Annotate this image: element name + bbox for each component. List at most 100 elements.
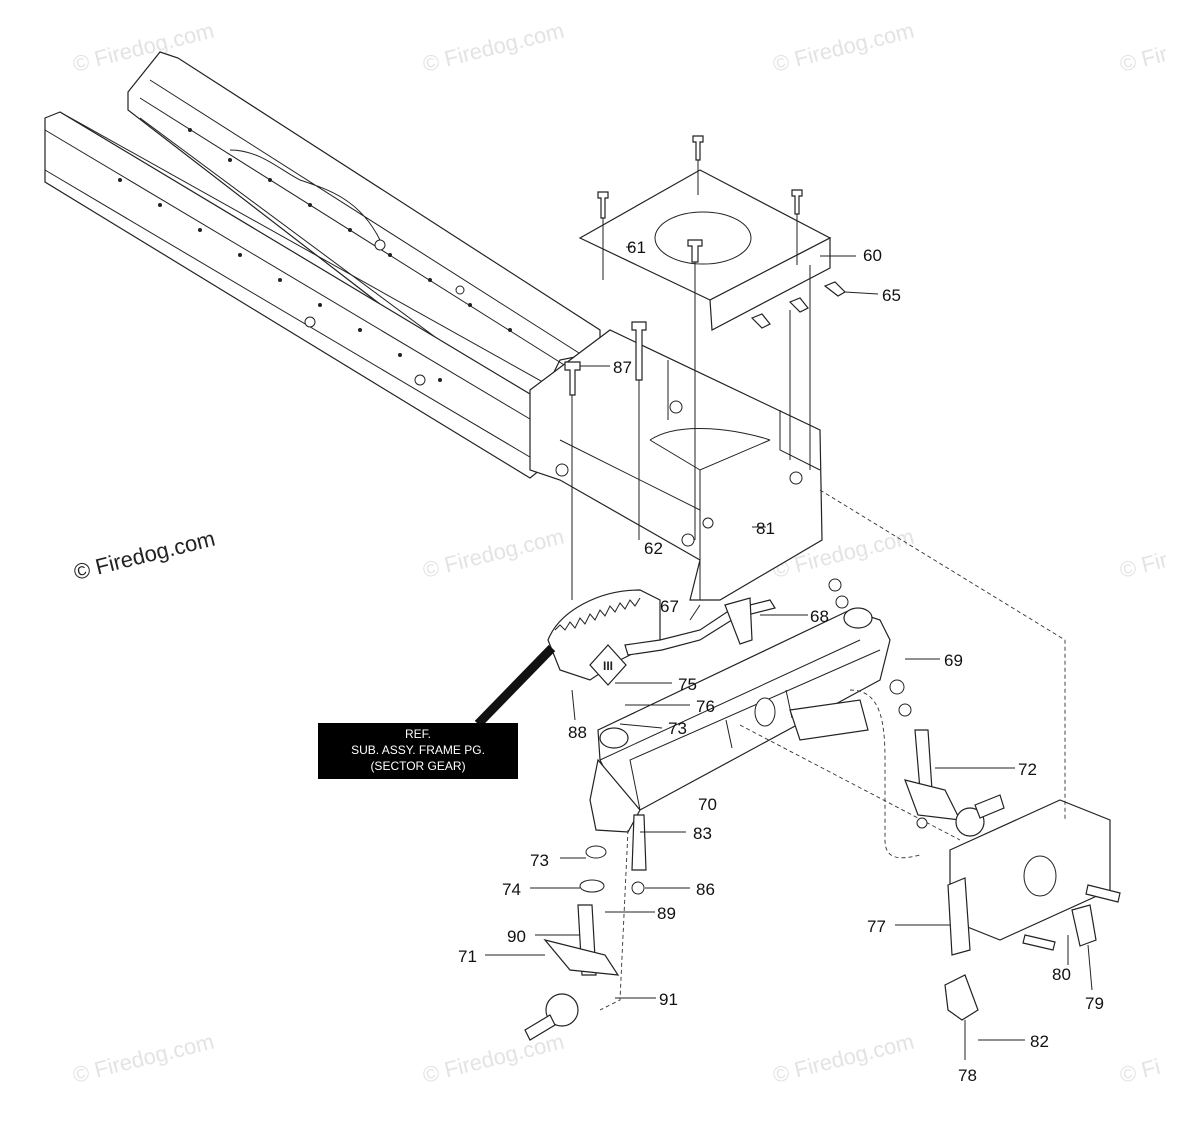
frame-bolts <box>555 321 803 600</box>
steering-linkage <box>624 597 776 656</box>
screw <box>750 313 771 329</box>
washer <box>898 703 912 717</box>
bracket-side-plate <box>947 877 971 956</box>
tie-rod-end <box>631 814 647 871</box>
axle-pivot-end <box>843 607 873 629</box>
callout-79: 79 <box>1085 994 1104 1013</box>
callout-70: 70 <box>698 795 717 814</box>
reference-box <box>318 723 518 779</box>
axle-spindle-end <box>599 727 629 749</box>
frame-holes <box>118 128 512 386</box>
axle-support-bracket <box>789 699 869 741</box>
bolt <box>692 135 704 161</box>
screw <box>788 297 809 313</box>
plate-center-hole <box>654 211 752 265</box>
bolt <box>791 189 803 215</box>
reference-line-2: SUB. ASSY. FRAME PG. <box>351 743 485 757</box>
callout-69: 69 <box>944 651 963 670</box>
spindle-hub <box>955 807 985 837</box>
watermark: © Firedog.com <box>420 524 566 583</box>
callout-87: 87 <box>613 358 632 377</box>
carriage-bolt <box>564 361 581 396</box>
frame-rails <box>44 51 823 601</box>
nut <box>631 881 645 895</box>
callout-90: 90 <box>507 927 526 946</box>
bracket-clip <box>1071 904 1097 947</box>
callout-78: 78 <box>958 1066 977 1085</box>
watermark: © Firedog.com <box>770 18 916 77</box>
lower-rail-edge <box>44 111 576 461</box>
callout-labels: 60 61 62 65 67 68 69 70 71 72 73 73 74 7… <box>458 238 1104 1085</box>
callout-62: 62 <box>644 539 663 558</box>
callout-80: 80 <box>1052 965 1071 984</box>
frame-nut <box>789 471 803 485</box>
frame-nut <box>702 517 714 529</box>
washer <box>889 679 905 695</box>
reference-note: REF. SUB. ASSY. FRAME PG. (SECTOR GEAR) <box>318 644 556 779</box>
spindle-stub <box>974 794 1005 819</box>
watermark: © Fir <box>1117 41 1170 77</box>
bracket-boss <box>1023 855 1057 897</box>
front-bracket-assembly <box>819 489 1121 1021</box>
watermark: © Firedog.com <box>770 1029 916 1088</box>
watermark: © Firedog.com <box>420 18 566 77</box>
callout-72: 72 <box>1018 760 1037 779</box>
callout-75: 75 <box>678 675 697 694</box>
callout-86: 86 <box>696 880 715 899</box>
spindle-shaft <box>914 729 933 791</box>
bolt-alignment-lines <box>571 360 669 600</box>
callout-83: 83 <box>693 824 712 843</box>
left-spindle-hub <box>545 993 579 1027</box>
callout-73: 73 <box>668 719 687 738</box>
bushing <box>585 845 607 859</box>
frame-nut <box>681 533 695 547</box>
callout-74: 74 <box>502 880 521 899</box>
frame-box-detail <box>559 410 821 600</box>
mounting-plate-assembly <box>578 135 846 540</box>
frame-nut <box>669 400 683 414</box>
bolt <box>687 239 703 263</box>
spindle-phantom-line <box>599 829 629 1011</box>
callout-82: 82 <box>1030 1032 1049 1051</box>
callout-89: 89 <box>657 904 676 923</box>
sector-gear <box>547 589 661 681</box>
bracket-phantom-line <box>819 489 1066 820</box>
callout-67: 67 <box>660 597 679 616</box>
sector-gear-teeth <box>554 597 641 631</box>
callout-68: 68 <box>810 607 829 626</box>
upper-rail-edge <box>139 79 591 401</box>
front-axle <box>589 607 961 859</box>
callout-65: 65 <box>882 286 901 305</box>
washer <box>835 595 849 609</box>
watermark: © Fir <box>1117 547 1170 583</box>
watermark: © Firedog.com <box>70 1029 216 1088</box>
washer <box>916 817 928 829</box>
reference-arrow <box>474 644 556 728</box>
callout-71: 71 <box>458 947 477 966</box>
washer <box>828 578 842 592</box>
callout-91: 91 <box>659 990 678 1009</box>
callout-76: 76 <box>696 697 715 716</box>
axle-center-hole <box>754 697 776 727</box>
carriage-bolt <box>631 321 647 381</box>
reference-line-3: (SECTOR GEAR) <box>370 759 465 773</box>
main-watermark: © Firedog.com <box>71 526 217 585</box>
spindle-arm <box>904 779 962 821</box>
bracket-bolt <box>1085 884 1121 903</box>
callout-60: 60 <box>863 246 882 265</box>
callout-77: 77 <box>867 917 886 936</box>
callout-73: 73 <box>530 851 549 870</box>
left-spindle-arm <box>543 938 620 976</box>
watermark: © Firedog.com <box>420 1029 566 1088</box>
callout-81: 81 <box>756 519 775 538</box>
bolt <box>597 191 609 219</box>
reference-line-1: REF. <box>405 727 431 741</box>
axle-spindle-housing <box>589 758 641 833</box>
right-spindle <box>828 578 1005 837</box>
mounting-plate-flange <box>709 237 831 331</box>
washer <box>579 879 605 893</box>
diamond-label: III <box>603 659 613 673</box>
callout-88: 88 <box>568 723 587 742</box>
link-bracket <box>724 597 753 645</box>
